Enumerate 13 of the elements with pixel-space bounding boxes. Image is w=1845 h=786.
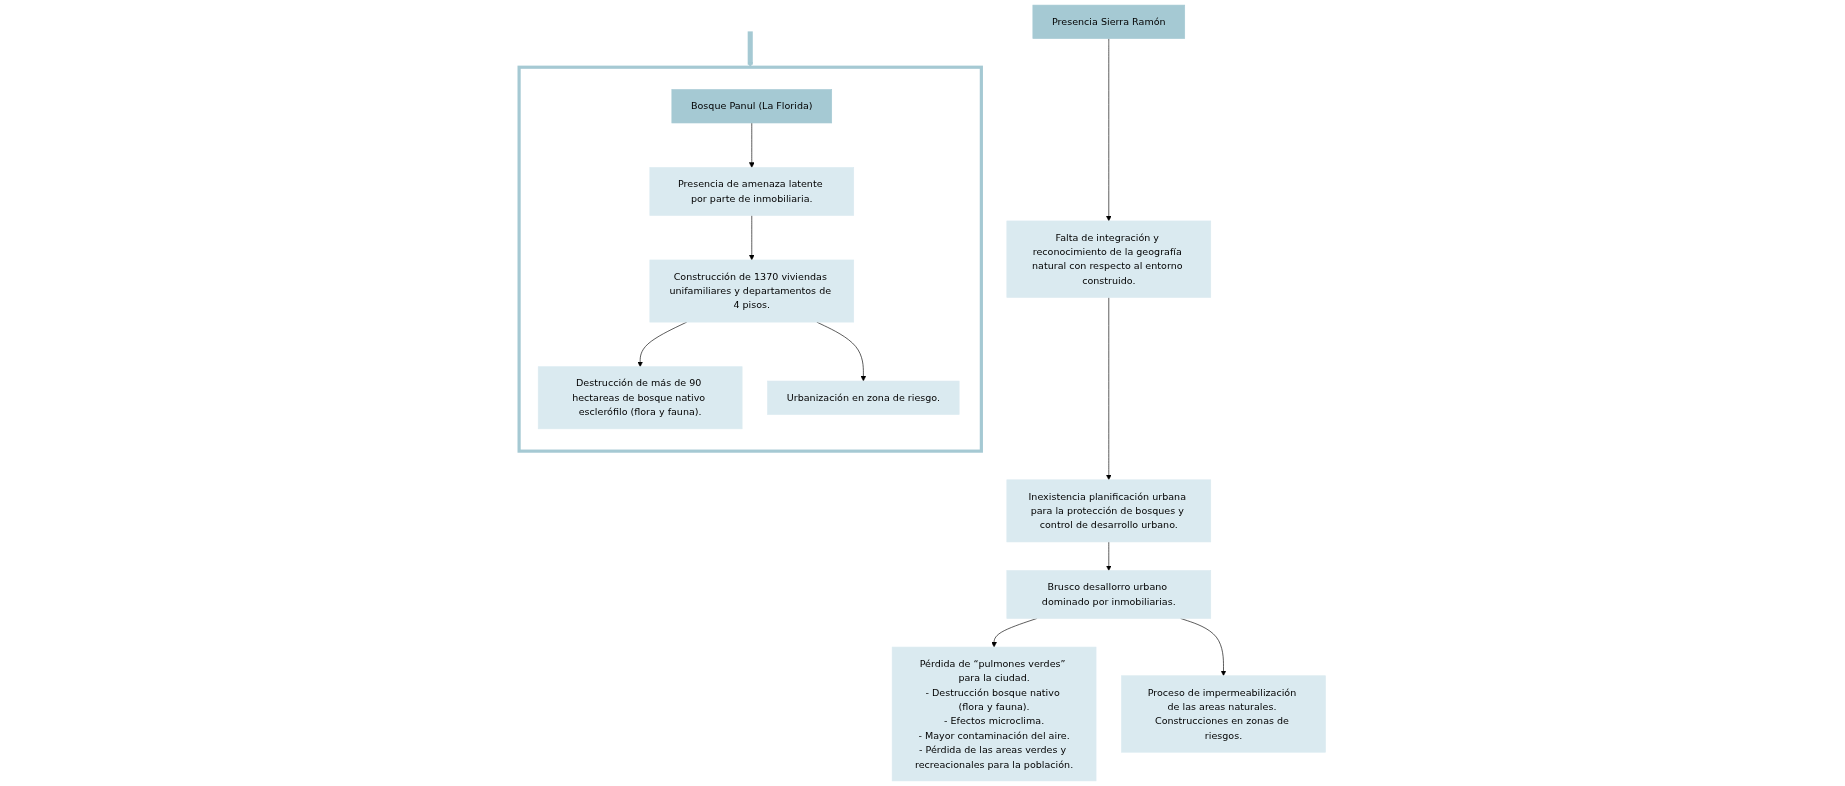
node-box: Falta de integración y reconocimiento de la geografía natural con respecto al entorno construido. — [1006, 220, 1212, 298]
cluster — [517, 65, 984, 453]
node-box: Bosque Panul (La Florida) — [671, 89, 833, 124]
node-box: Proceso de impermeabilización de las areas naturales. Construcciones en zonas de riesgos. — [1121, 675, 1326, 753]
node-box: Destrucción de más de 90 hectareas de bosque nativo esclerófilo (flora y fauna). — [538, 366, 743, 430]
node-box: Urbanización en zona de riesgo. — [767, 380, 960, 415]
node-box: Pérdida de “pulmones verdes” para la ciudad. - Destrucción bosque nativo (flora y fauna). - Efectos microclima. - Mayor contaminación del aire. - Pérdida de las areas verdes y recreacionales para la población. — [892, 646, 1097, 782]
node-box: Presencia de amenaza latente por parte de inmobiliaria. — [649, 167, 855, 216]
node-box: Presencia Sierra Ramón — [1032, 4, 1186, 39]
node-box: Brusco desallorro urbano dominado por inmobiliarias. — [1006, 570, 1212, 619]
node-box: Inexistencia planificación urbana para la protección de bosques y control de desarrollo urbano. — [1006, 479, 1212, 543]
node-box: Construcción de 1370 viviendas unifamiliares y departamentos de 4 pisos. — [649, 259, 855, 323]
arrow — [747, 31, 754, 68]
